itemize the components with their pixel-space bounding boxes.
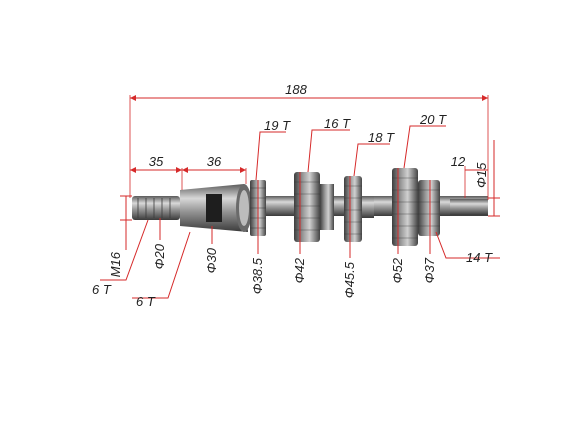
dimension-lines bbox=[100, 95, 500, 299]
gear-20t bbox=[392, 168, 418, 246]
diameter-37-label: Φ37 bbox=[422, 257, 437, 283]
teeth-6t-label-a: 6 T bbox=[92, 282, 112, 297]
gear-18t bbox=[344, 176, 362, 242]
teeth-16t-label: 16 T bbox=[324, 116, 351, 131]
diameter-38-5-label: Φ38.5 bbox=[250, 257, 265, 294]
splined-end bbox=[132, 196, 180, 220]
teeth-20t-label: 20 T bbox=[419, 112, 447, 127]
shaft-assembly bbox=[132, 168, 488, 246]
teeth-18t-label: 18 T bbox=[368, 130, 395, 145]
diameter-20-label: Φ20 bbox=[152, 243, 167, 269]
segment-36-label: 36 bbox=[207, 154, 222, 169]
diameter-45-5-label: Φ45.5 bbox=[342, 261, 357, 298]
diameter-42-label: Φ42 bbox=[292, 257, 307, 283]
teeth-14t-label: 14 T bbox=[466, 250, 493, 265]
shaft-end-stub bbox=[450, 199, 488, 215]
diameter-15-label: Φ15 bbox=[474, 162, 489, 188]
diameter-30-label: Φ30 bbox=[204, 247, 219, 273]
gear-16t bbox=[294, 172, 320, 242]
thread-m16-label: M16 bbox=[108, 251, 123, 277]
segment-35-label: 35 bbox=[149, 154, 164, 169]
gear-14t bbox=[418, 180, 440, 236]
labels: 188 35 36 12 19 T 16 T 18 T 20 T 14 T 6 … bbox=[92, 82, 493, 309]
segment-12-label: 12 bbox=[451, 154, 466, 169]
teeth-19t-label: 19 T bbox=[264, 118, 291, 133]
overall-length-label: 188 bbox=[285, 82, 307, 97]
teeth-6t-label-b: 6 T bbox=[136, 294, 156, 309]
diameter-52-label: Φ52 bbox=[390, 257, 405, 283]
